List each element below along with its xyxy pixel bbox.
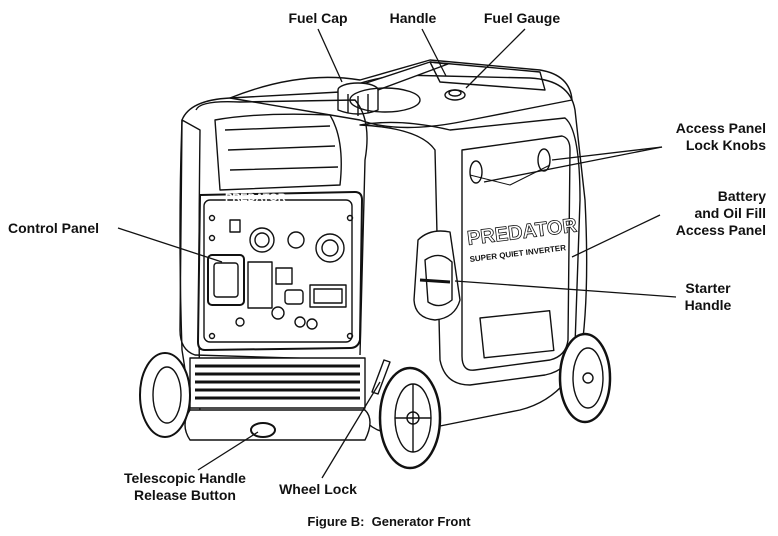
front-logo: PREDATOR: [225, 192, 286, 204]
label-line: Handle: [684, 297, 732, 313]
label-line: Lock Knobs: [685, 137, 766, 153]
label-line: Release Button: [134, 487, 236, 503]
starter-handle: [413, 230, 461, 321]
front-wheel: [378, 366, 442, 470]
top-cover: [229, 59, 573, 129]
label-line: Telescopic Handle: [124, 470, 246, 486]
control-panel: [197, 191, 363, 351]
label-wheel-lock: Wheel Lock: [279, 481, 357, 497]
label-fuel-cap: Fuel Cap: [288, 10, 348, 26]
fuel-gauge-icon: [444, 89, 466, 101]
label-line: Access Panel: [675, 120, 766, 136]
right-wheel: [558, 332, 612, 424]
fuel-cap-icon: [337, 82, 421, 116]
label-control-panel: Control Panel: [8, 220, 100, 236]
label-line: Starter: [685, 280, 731, 296]
telescopic-release-button: [250, 422, 276, 438]
label-fuel-gauge: Fuel Gauge: [483, 10, 561, 26]
label-access-panel-lock-knobs: Access Panel Lock Knobs: [676, 120, 766, 154]
figure-caption: Figure B: Generator Front: [307, 514, 471, 529]
left-rear-wheel: [139, 352, 191, 438]
label-starter-handle: Starter Handle: [668, 280, 748, 314]
label-battery-oil-panel: Battery and Oil Fill Access Panel: [676, 188, 766, 239]
leader-lines: [117, 28, 677, 479]
wheel-lock: [371, 359, 391, 395]
label-telescopic-release: Telescopic Handle Release Button: [110, 470, 260, 504]
label-line: and Oil Fill: [694, 205, 766, 221]
lock-knob-right: [537, 148, 551, 172]
lock-knob-left: [469, 160, 483, 184]
label-line: Access Panel: [675, 222, 766, 238]
vent-grille: [189, 357, 366, 409]
label-handle: Handle: [389, 10, 437, 26]
label-line: Battery: [717, 188, 766, 204]
